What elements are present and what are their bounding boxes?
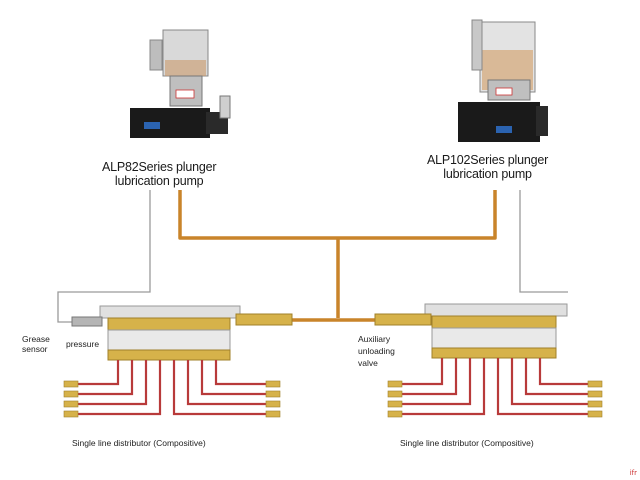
sensor-label: sensor — [22, 344, 48, 354]
grease-label: Grease — [22, 334, 50, 344]
left-distributor-icon — [72, 306, 292, 360]
aux-label-line3: valve — [358, 358, 378, 368]
left-pump-title-line1: ALP82Series plunger — [102, 160, 216, 174]
watermark: ifr — [630, 469, 637, 477]
pressure-sensor-icon — [72, 317, 102, 326]
left-distributor-caption: Single line distributor (Compositive) — [72, 438, 206, 448]
left-brass-fittings — [64, 381, 280, 417]
right-distributor-icon — [375, 304, 567, 358]
unloading-valve-icon — [375, 314, 431, 325]
pressure-label: pressure — [66, 339, 99, 349]
gray-signal-lines — [58, 190, 568, 322]
aux-label-line2: unloading — [358, 346, 395, 356]
right-pump-icon — [458, 20, 548, 142]
right-pump-title-line2: lubrication pump — [427, 167, 548, 181]
left-pump-icon — [130, 30, 230, 138]
left-pump-title-line2: lubrication pump — [102, 174, 216, 188]
left-pump-title: ALP82Series plunger lubrication pump — [102, 160, 216, 188]
right-brass-fittings — [388, 381, 602, 417]
right-distributor-caption: Single line distributor (Compositive) — [400, 438, 534, 448]
right-pump-title: ALP102Series plunger lubrication pump — [427, 153, 548, 181]
aux-label-line1: Auxiliary — [358, 334, 390, 344]
right-outlet-pipes — [400, 358, 590, 414]
left-outlet-pipes — [76, 360, 268, 414]
right-pump-title-line1: ALP102Series plunger — [427, 153, 548, 167]
main-grease-line — [180, 190, 495, 320]
